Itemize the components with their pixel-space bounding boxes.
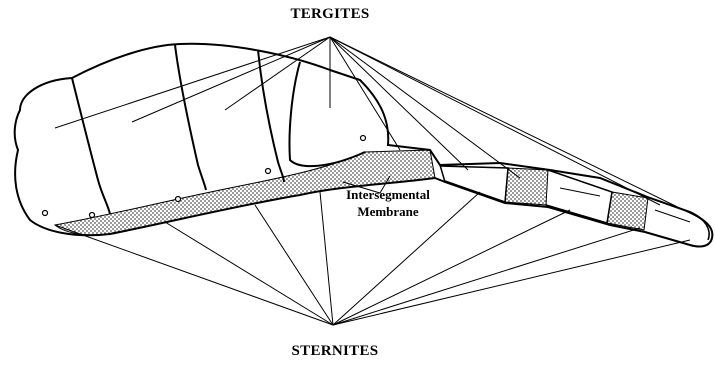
tergite-boundary-3 (258, 50, 284, 182)
spiracle (176, 197, 181, 202)
tergites-label: TERGITES (0, 6, 660, 23)
intersegmental-membrane-label: Intersegmental Membrane (338, 186, 438, 220)
tail-tip (690, 212, 709, 240)
spiracle (90, 213, 95, 218)
membrane-segment-3 (607, 192, 648, 230)
spiracle (266, 169, 271, 174)
tail-inner-line-2 (655, 210, 690, 222)
spiracle (361, 136, 366, 141)
spiracle (43, 211, 48, 216)
tergite-boundary-1 (72, 78, 110, 214)
membrane-segment-2 (505, 168, 548, 205)
sternites-label: STERNITES (0, 343, 670, 360)
membrane-label-line-2: Membrane (338, 203, 438, 220)
tail-inner-line (560, 188, 600, 196)
membrane-label-line-1: Intersegmental (338, 186, 438, 203)
tergite-boundary-2 (175, 45, 206, 190)
